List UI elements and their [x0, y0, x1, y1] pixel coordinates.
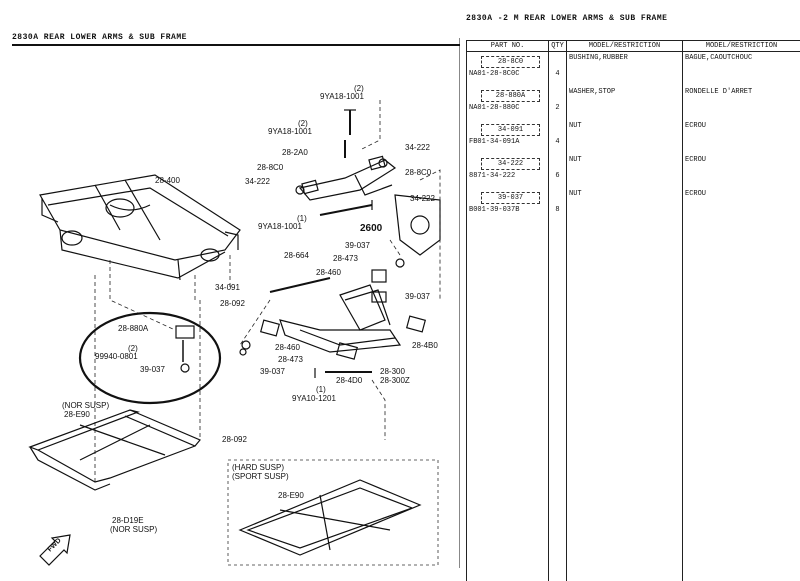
callout-label: 28-092 [220, 299, 245, 308]
callout-label: 28-400 [155, 176, 180, 185]
part-desc-en: BUSHING,RUBBER [569, 54, 628, 62]
part-code: FB01-34-091A [469, 138, 546, 146]
part-number-box: 34-222 [481, 158, 540, 170]
callout-label: 28-8C0 [405, 168, 432, 177]
callout-label: (HARD SUSP) [232, 463, 284, 472]
table-filler-row [467, 222, 800, 581]
callout-label: 28-E90 [64, 410, 90, 419]
part-code: NA01-28-880C [469, 104, 546, 112]
sub-frame-drawing [40, 175, 240, 280]
exploded-parts-diagram: 9YA18-1001 (2) 9YA18-1001 (2) 28-2A0 28-… [0, 0, 460, 568]
hard-susp-brace [240, 480, 420, 555]
callout-label: (NOR SUSP) [110, 525, 157, 534]
part-desc-en: NUT [569, 156, 582, 164]
table-header-row: PART NO. QTY MODEL/RESTRICTION MODEL/RES… [467, 41, 800, 52]
callout-label: 28-E90 [278, 491, 304, 500]
callout-label: FWD [46, 537, 62, 553]
part-desc-fr: ECROU [685, 122, 706, 130]
callout-label: 39-037 [405, 292, 430, 301]
callout-label: 28-460 [275, 343, 300, 352]
part-number-box: 28-880A [481, 90, 540, 102]
part-number-box: 28-8C0 [481, 56, 540, 68]
callout-label: 39-037 [260, 367, 285, 376]
part-qty: 2 [555, 104, 559, 112]
callout-label: (1) [316, 385, 326, 394]
callout-label: 34-222 [245, 177, 270, 186]
table-row: 34-222 8871-34-222 6 NUT ECROU [467, 154, 800, 188]
part-qty: 8 [555, 206, 559, 214]
callout-label: 9YA18-1001 [320, 92, 364, 101]
callout-label: 28-473 [278, 355, 303, 364]
parts-catalog-page: 2830A REAR LOWER ARMS & SUB FRAME 2830A … [0, 0, 800, 568]
callout-label: (NOR SUSP) [62, 401, 109, 410]
nor-susp-brace [30, 410, 200, 490]
part-desc-en: NUT [569, 122, 582, 130]
callout-label: 34-222 [405, 143, 430, 152]
callout-label: 28-473 [333, 254, 358, 263]
callout-label: (SPORT SUSP) [232, 472, 289, 481]
callout-label: 28-2A0 [282, 148, 308, 157]
part-desc-en: WASHER,STOP [569, 88, 615, 96]
column-header: MODEL/RESTRICTION [683, 41, 800, 52]
part-number-box: 34-091 [481, 124, 540, 136]
callout-label: (2) [354, 84, 364, 93]
callout-label: 28-664 [284, 251, 309, 260]
part-desc-fr: ECROU [685, 156, 706, 164]
part-qty: 4 [555, 138, 559, 146]
callout-label: 39-037 [140, 365, 165, 374]
callout-label: 28-D19E [112, 516, 144, 525]
callout-label: 9YA18-1001 [268, 127, 312, 136]
part-desc-en: NUT [569, 190, 582, 198]
callout-label: 28-4B0 [412, 341, 438, 350]
part-qty: 4 [555, 70, 559, 78]
part-code: 8871-34-222 [469, 172, 546, 180]
callout-label: 9YA10-1201 [292, 394, 336, 403]
callout-label: 28-300Z [380, 376, 410, 385]
parts-table: PART NO. QTY MODEL/RESTRICTION MODEL/RES… [466, 40, 800, 581]
callout-labels: 9YA18-1001 (2) 9YA18-1001 (2) 28-2A0 28-… [46, 84, 438, 553]
part-number-box: 39-037 [481, 192, 540, 204]
callout-label: 34-222 [410, 194, 435, 203]
callout-label: 99940-0801 [95, 352, 138, 361]
part-desc-fr: RONDELLE D'ARRET [685, 88, 752, 96]
right-section-title: 2830A -2 M REAR LOWER ARMS & SUB FRAME [466, 14, 667, 23]
column-header: PART NO. [467, 41, 549, 52]
callout-label: 28-880A [118, 324, 149, 333]
part-code: B001-39-037B [469, 206, 546, 214]
callout-label: 34-091 [215, 283, 240, 292]
callout-label: 28-460 [316, 268, 341, 277]
callout-label: 9YA18-1001 [258, 222, 302, 231]
column-header: MODEL/RESTRICTION [567, 41, 683, 52]
callout-label: 28-092 [222, 435, 247, 444]
callout-label: (1) [297, 214, 307, 223]
callout-label: 28-8C0 [257, 163, 284, 172]
callout-label: 2600 [360, 223, 383, 234]
callout-label: 28-4D0 [336, 376, 363, 385]
table-row: 28-880A NA01-28-880C 2 WASHER,STOP RONDEL… [467, 86, 800, 120]
column-header: QTY [549, 41, 567, 52]
part-qty: 6 [555, 172, 559, 180]
callout-label: (2) [298, 119, 308, 128]
callout-label: 28-300 [380, 367, 405, 376]
part-desc-fr: BAGUE,CAOUTCHOUC [685, 54, 752, 62]
part-desc-fr: ECROU [685, 190, 706, 198]
callout-label: 39-037 [345, 241, 370, 250]
part-code: NA01-28-8C0C [469, 70, 546, 78]
